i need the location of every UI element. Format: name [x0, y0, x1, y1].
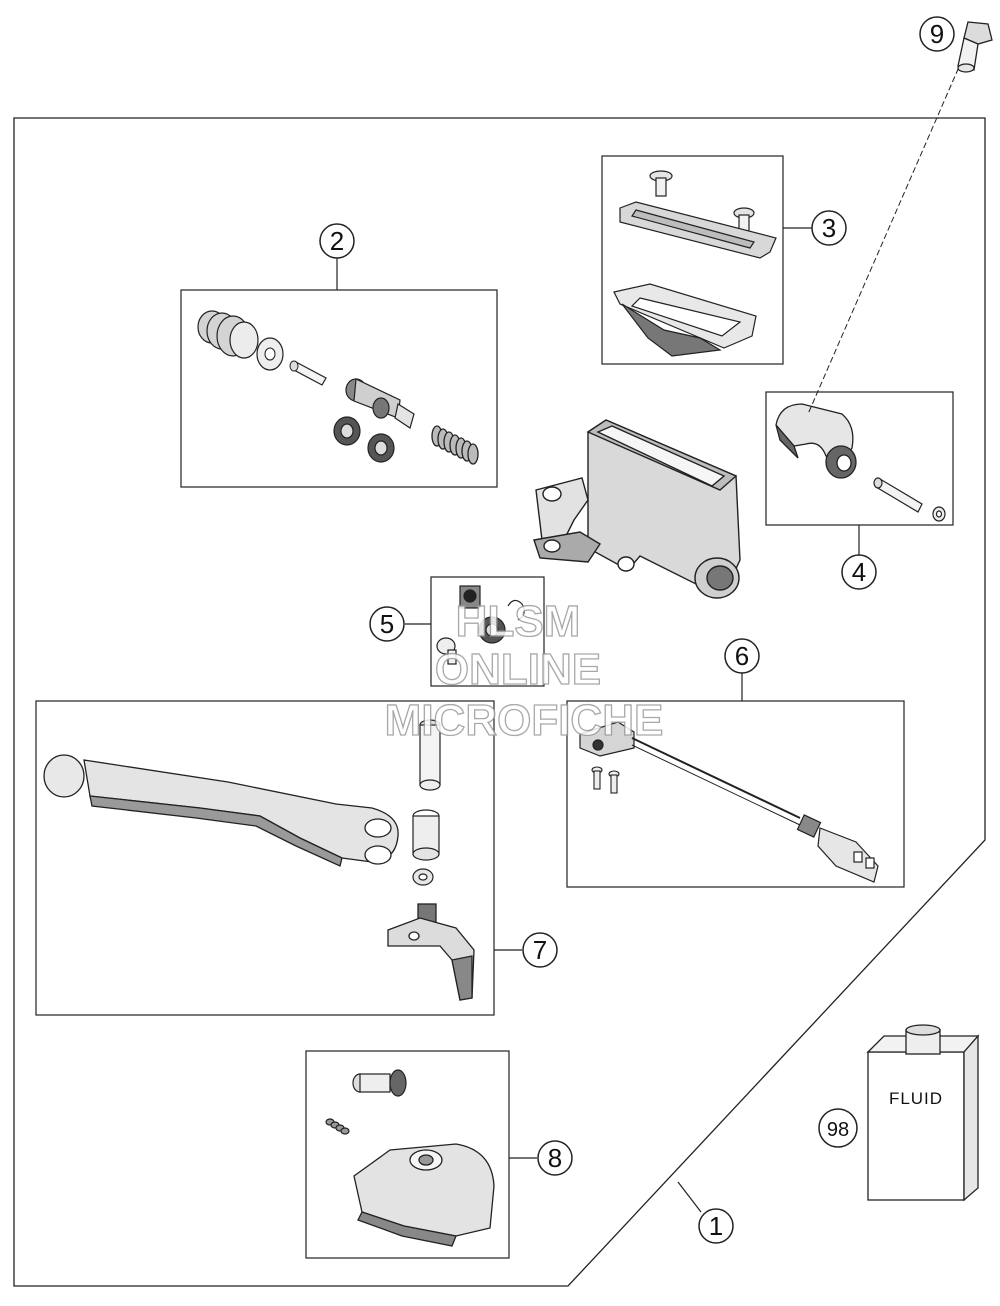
spring-part — [431, 425, 479, 465]
group-3-reservoir-cover — [601, 155, 812, 365]
cover-plate-part — [619, 201, 777, 259]
adjuster-part — [436, 585, 525, 665]
adjuster-screw-part — [352, 1069, 407, 1097]
svg-text:1: 1 — [709, 1211, 723, 1241]
callout-3: 3 — [811, 210, 847, 246]
callout-98: 98 — [818, 1108, 858, 1148]
switch-part — [579, 721, 801, 826]
lever-bracket-part — [387, 903, 475, 1001]
svg-text:2: 2 — [330, 226, 344, 256]
assembly-outline — [13, 117, 986, 1287]
group-5-small-kit — [405, 576, 545, 687]
svg-text:7: 7 — [533, 935, 547, 965]
housing-part — [353, 1143, 495, 1247]
cover-gasket-part — [613, 283, 757, 357]
group-8-lever-housing — [305, 1050, 537, 1259]
svg-text:6: 6 — [735, 641, 749, 671]
svg-text:8: 8 — [548, 1143, 562, 1173]
pivot-bolt-part — [419, 719, 441, 791]
callout-8: 8 — [537, 1140, 573, 1176]
group-7-lever — [35, 700, 522, 1016]
callout-1: 1 — [677, 1181, 734, 1244]
callout-9: 9 — [919, 16, 955, 52]
callout-2: 2 — [319, 223, 355, 259]
callout-5: 5 — [369, 606, 405, 642]
clamp-part — [775, 403, 857, 479]
connector-part — [796, 814, 879, 883]
switch-screw-part — [591, 766, 620, 794]
callout-4: 4 — [841, 554, 877, 590]
svg-text:5: 5 — [380, 609, 394, 639]
callout-7: 7 — [522, 932, 558, 968]
svg-text:9: 9 — [930, 19, 944, 49]
svg-text:3: 3 — [822, 213, 836, 243]
group-4-clamp — [765, 391, 954, 555]
fluid-label: FLUID — [889, 1089, 943, 1108]
svg-text:HLSM: HLSM — [456, 597, 581, 646]
group-6-switch — [566, 673, 905, 888]
lever-nut-part — [412, 868, 434, 886]
svg-text:MICROFICHE: MICROFICHE — [385, 696, 664, 745]
dust-boot-part — [197, 310, 259, 359]
cup-seal-part — [333, 416, 395, 463]
hand-lever-part — [43, 754, 399, 867]
svg-text:4: 4 — [852, 557, 866, 587]
washer-part — [256, 337, 284, 371]
callout-6: 6 — [724, 638, 760, 674]
master-cylinder-body — [533, 419, 741, 599]
clamp-pin-part — [873, 477, 946, 522]
piston-part — [345, 378, 415, 429]
bolt-axis-line — [807, 59, 963, 415]
brake-fluid-bottle — [866, 1024, 980, 1202]
group-2-piston-kit — [180, 258, 498, 488]
watermark: HLSM ONLINE MICROFICHE — [384, 596, 664, 745]
housing-spring-part — [325, 1118, 350, 1135]
push-rod-part — [289, 360, 327, 386]
banjo-bolt-part — [957, 21, 993, 73]
bushing-part — [412, 809, 440, 861]
svg-text:98: 98 — [827, 1119, 849, 1141]
svg-text:ONLINE: ONLINE — [435, 645, 601, 694]
